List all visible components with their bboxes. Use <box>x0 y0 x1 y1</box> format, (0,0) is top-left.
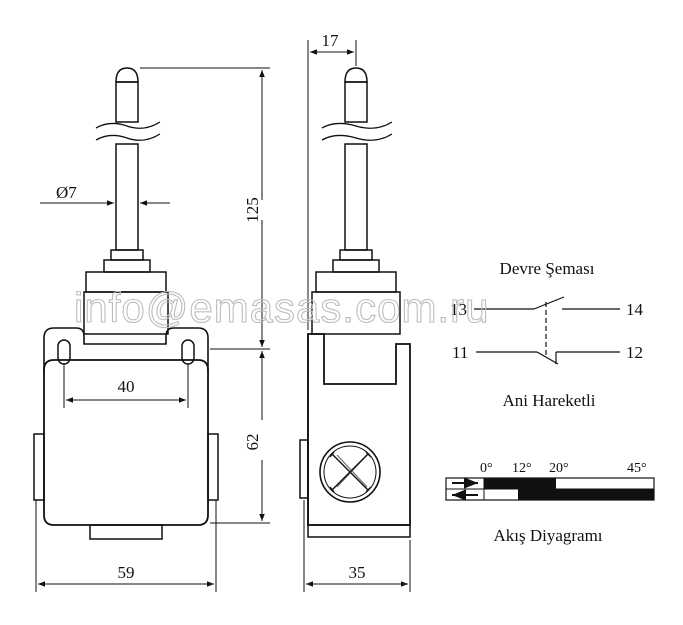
side-actuator-base <box>311 291 401 335</box>
contact-no-blade <box>533 296 565 310</box>
dim-depth: 35 <box>349 563 366 582</box>
terminal-13: 13 <box>450 300 467 319</box>
circuit-subtitle: Ani Hareketli <box>503 391 596 410</box>
circuit-diagram: Devre Şeması 13 14 11 12 Ani Hareketli <box>450 259 644 410</box>
terminal-11: 11 <box>452 343 468 362</box>
contact-nc-blade <box>536 351 559 365</box>
circuit-title: Devre Şeması <box>500 259 595 278</box>
dim-height-rod: 125 <box>243 197 262 223</box>
angle-12: 12° <box>512 461 532 476</box>
angle-45: 45° <box>627 461 647 476</box>
spring-rod-upper <box>115 81 139 123</box>
side-boss-right <box>207 433 219 501</box>
side-rod-tip <box>344 67 368 83</box>
spring-rod-lower <box>115 143 139 251</box>
mounting-flange <box>43 327 209 372</box>
terminal-14: 14 <box>626 300 644 319</box>
bottom-tab <box>89 524 163 540</box>
rod-collar <box>110 249 144 261</box>
side-spring-rod-upper <box>344 81 368 123</box>
dim-rod-diameter: Ø7 <box>56 183 77 202</box>
side-spring-rod-lower <box>344 143 368 251</box>
switch-body <box>43 359 209 526</box>
break-line-top <box>95 121 161 129</box>
side-bottom-plate <box>307 524 411 538</box>
side-view: 17 35 <box>299 31 411 592</box>
flow-title: Akış Diyagramı <box>493 526 602 545</box>
break-line-bottom <box>95 133 161 141</box>
terminal-12: 12 <box>626 343 643 362</box>
side-break-line-bottom <box>321 133 393 141</box>
dim-width: 59 <box>118 563 135 582</box>
actuator-base <box>83 291 169 335</box>
rod-collar-lower <box>103 259 151 273</box>
flow-bar-top <box>484 478 556 489</box>
angle-0: 0° <box>480 461 493 476</box>
rod-tip <box>115 67 139 83</box>
dim-height-body: 62 <box>243 434 262 451</box>
cover-screw <box>319 441 381 503</box>
dim-top-offset: 17 <box>322 31 340 50</box>
watermark: info@emasas.com.ru <box>74 284 489 331</box>
side-break-line-top <box>321 121 393 129</box>
angle-20: 20° <box>549 461 569 476</box>
front-view: Ø7 125 62 40 59 <box>33 67 270 592</box>
side-boss-left <box>33 433 45 501</box>
dim-hole-spacing: 40 <box>118 377 135 396</box>
flow-bar-bottom <box>518 489 654 500</box>
flow-diagram: 0° 12° 20° 45° Akış Diyagramı <box>445 461 655 545</box>
